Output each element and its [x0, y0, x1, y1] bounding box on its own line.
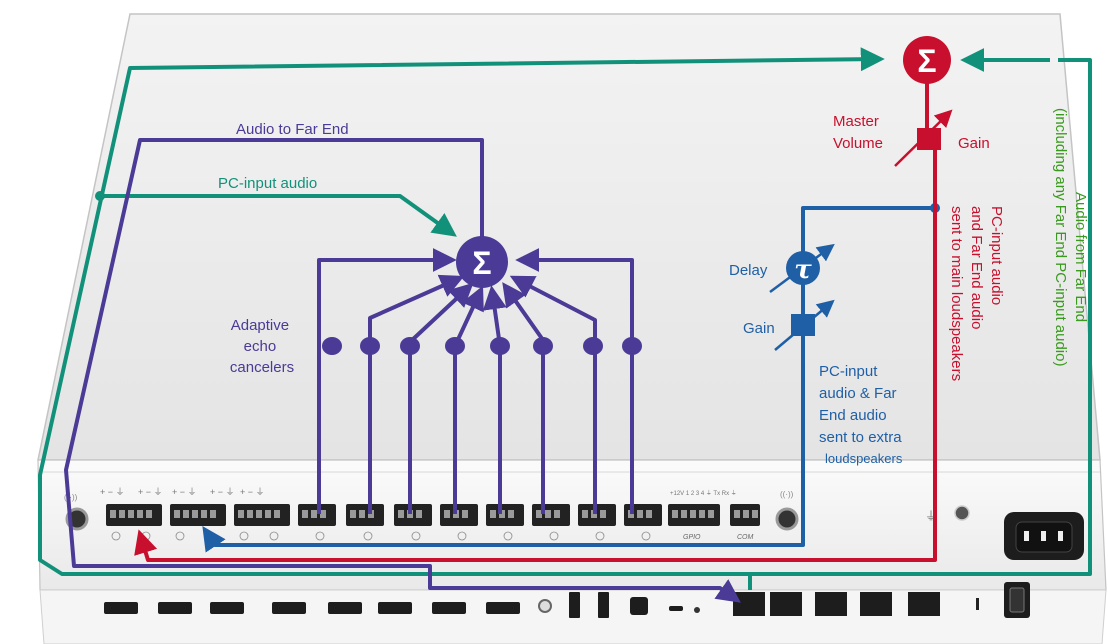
echo-canceler-node [360, 337, 380, 355]
sum-symbol: Σ [472, 245, 491, 281]
mic-line-7 [509, 275, 597, 514]
hdmi-port-icon [272, 602, 306, 614]
pc-input-junction [95, 191, 105, 201]
extra-loudspeakers-label: PC-input audio & Far End audio sent to e… [819, 363, 906, 466]
master-gain-label: Gain [958, 135, 990, 152]
bottom-port-row [104, 582, 1030, 618]
usb-port-icon [569, 592, 580, 618]
polarity-marks: + − ⏚ [210, 487, 235, 497]
gain-arrow-blue [774, 299, 835, 351]
gain-icon [917, 128, 941, 150]
pc-input-line [100, 194, 457, 237]
ethernet-port-icon [815, 592, 847, 616]
polarity-marks: + − ⏚ [100, 487, 125, 497]
usb-port-icon [598, 592, 609, 618]
echo-canceler-node [322, 337, 342, 355]
sum-symbol: Σ [917, 43, 936, 79]
ethernet-port-icon [860, 592, 892, 616]
audio-jack-icon [538, 599, 552, 613]
polarity-marks: + − ⏚ [138, 487, 163, 497]
usb-c-port-icon [669, 606, 683, 611]
polarity-marks: + − ⏚ [240, 487, 265, 497]
echo-sum-node: Σ [456, 236, 508, 288]
delay-label: Delay [729, 262, 768, 279]
adaptive-echo-cancelers-label: Adaptive echo cancelers [230, 317, 294, 376]
delay-icon [786, 251, 820, 285]
echo-canceler-node [445, 337, 465, 355]
far-end-return-line [38, 47, 885, 590]
mic-line-1 [317, 248, 457, 514]
terminal-blocks [106, 504, 760, 526]
polarity-marks-row: + − ⏚ + − ⏚ + − ⏚ + − ⏚ + − ⏚ +12V 1 2 3… [100, 487, 737, 497]
pc-input-audio-label: PC-input audio [218, 175, 317, 192]
echo-canceler-node [400, 337, 420, 355]
hdmi-port-icon [210, 602, 244, 614]
hdmi-port-icon [158, 602, 192, 614]
hdmi-port-icon [328, 602, 362, 614]
echo-canceler-node [533, 337, 553, 355]
master-volume-label: Master Volume [833, 113, 883, 152]
connector-panel: ((·)) ((·)) + − ⏚ + − ⏚ + − ⏚ + − ⏚ + − … [64, 487, 1084, 618]
ethernet-port-icon [770, 592, 802, 616]
wireless-icon: ((·)) [64, 493, 78, 502]
extra-gain-label: Gain [743, 320, 775, 337]
audio-to-far-end-line [64, 138, 741, 603]
gpio-pin-labels: +12V 1 2 3 4 ⏚ Tx Rx ⏚ [670, 490, 737, 497]
echo-canceler-nodes [322, 337, 642, 355]
ground-screw [954, 505, 970, 521]
extra-loudspeaker-line [202, 206, 935, 553]
echo-canceler-node [622, 337, 642, 355]
main-loudspeakers-label: PC-input audio and Far End audio sent to… [948, 206, 1005, 381]
polarity-marks: + − ⏚ [172, 487, 197, 497]
echo-canceler-node [583, 337, 603, 355]
echo-canceler-node [490, 337, 510, 355]
ethernet-port-icon [733, 592, 765, 616]
usb-b-port-icon [630, 597, 648, 615]
audio-from-far-end-label: Audio from Far End (including any Far En… [1052, 108, 1089, 366]
com-label: COM [737, 534, 754, 541]
reset-button-icon [694, 607, 700, 613]
main-loudspeaker-line [134, 140, 937, 562]
main-loudspeaker-path [134, 82, 953, 562]
master-sum-node: Σ [903, 36, 951, 84]
hdmi-port-icon [104, 602, 138, 614]
sum-icon [903, 36, 951, 84]
delay-node: τ [786, 251, 820, 285]
sum-icon [456, 236, 508, 288]
far-end-audio-path [38, 47, 1092, 590]
hdmi-port-icon [378, 602, 412, 614]
mic-line-8 [515, 248, 634, 514]
wireless-icon: ((·)) [780, 490, 794, 499]
mic-line-2 [368, 274, 465, 514]
panel-screw-right [775, 507, 799, 531]
hdmi-port-icon [486, 602, 520, 614]
ethernet-port-icon [908, 592, 940, 616]
device-top-surface [37, 13, 1101, 461]
gain-arrow-red [894, 109, 953, 167]
audio-to-far-end-label: Audio to Far End [236, 121, 349, 138]
gpio-label: GPIO [683, 534, 701, 541]
tau-symbol: τ [794, 255, 812, 285]
device-body [37, 13, 1107, 644]
hdmi-port-icon [432, 602, 466, 614]
